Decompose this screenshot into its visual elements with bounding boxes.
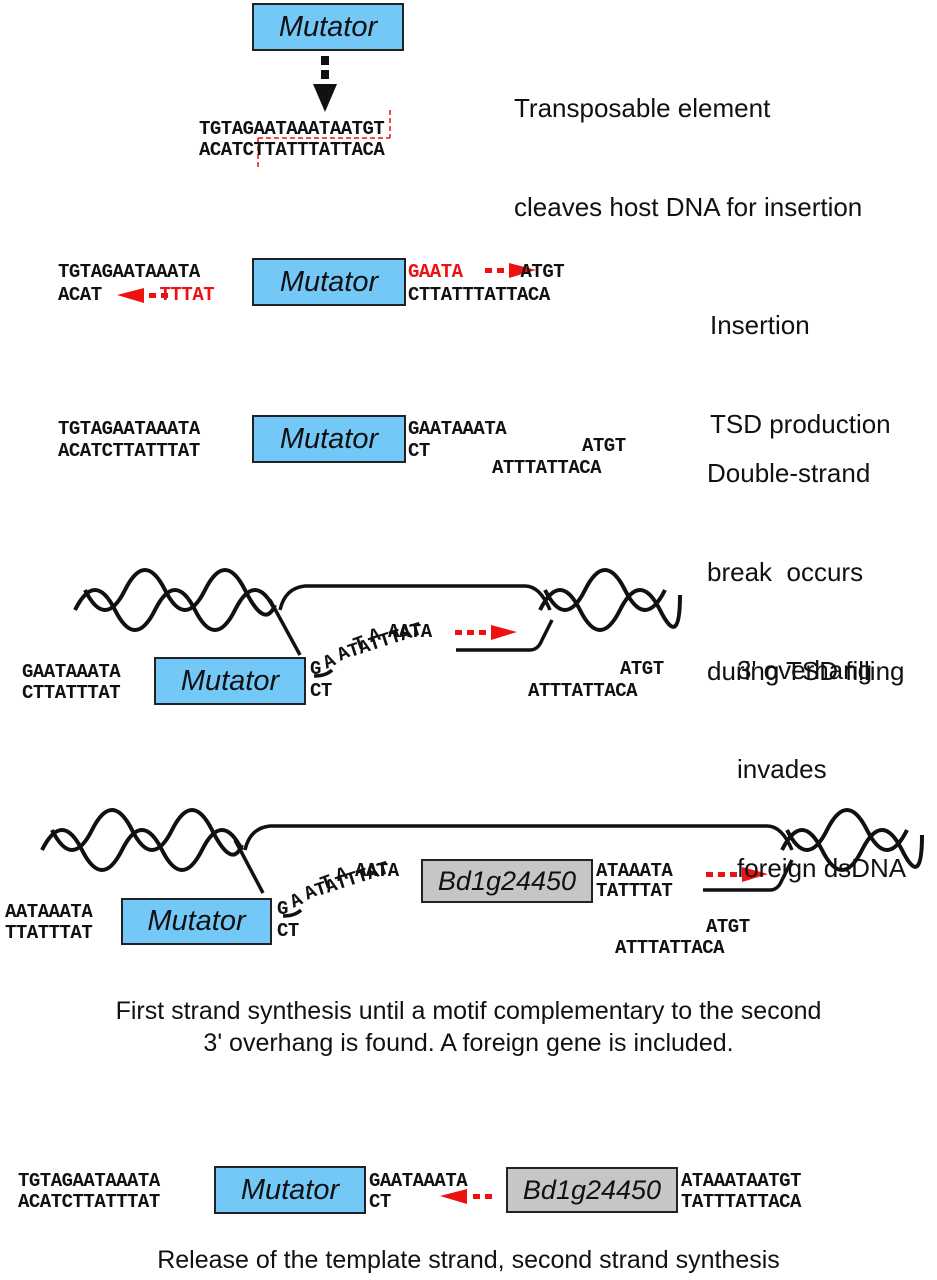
mid-bottom-strand: CT bbox=[369, 1191, 391, 1213]
mutator-element-box: Mutator bbox=[214, 1166, 366, 1214]
description-line: invades bbox=[737, 754, 827, 784]
left-bottom-strand: ACATCTTATTTAT bbox=[18, 1191, 160, 1213]
mutator-element-box: Mutator bbox=[252, 258, 406, 306]
host-dna-bottom-strand: ACATCTTATTTATTACA bbox=[199, 139, 385, 161]
host-dna-top-strand: TGTAGAATAAATAATGT bbox=[199, 118, 385, 140]
mutator-label: Mutator bbox=[279, 265, 379, 298]
mutator-label: Mutator bbox=[278, 10, 378, 43]
mutator-element-box: Mutator bbox=[121, 898, 272, 945]
mutator-label: Mutator bbox=[279, 422, 379, 455]
after-gene-bottom: TATTTAT bbox=[596, 880, 673, 902]
gene-label: Bd1g24450 bbox=[437, 865, 577, 896]
right-top-strand: GAATA ATGT bbox=[408, 261, 565, 283]
tsd-right: GAATA bbox=[408, 261, 463, 283]
description-line: 3' overhang bbox=[737, 655, 873, 685]
left-bottom-strand: ACAT TTTAT bbox=[58, 284, 215, 306]
mid-top-strand: GAATAAATA bbox=[369, 1170, 468, 1192]
far-top-strand: ATGT bbox=[620, 658, 664, 680]
left-bottom-strand: CTTATTTAT bbox=[22, 682, 121, 704]
description-line: during TSD filling bbox=[707, 656, 905, 686]
tsd-left: TTTAT bbox=[159, 284, 215, 306]
synthesis-strand-lines bbox=[233, 824, 794, 918]
invasion-strand-lines bbox=[268, 584, 554, 678]
right-bottom-strand: TATTTATTACA bbox=[681, 1191, 801, 1213]
synthesis-arrow-icon bbox=[706, 867, 768, 882]
mutator-label: Mutator bbox=[147, 905, 246, 937]
right-bottom-strand: CT bbox=[408, 440, 430, 462]
right-top-strand: GAATAAATA bbox=[408, 418, 507, 440]
right-bottom-stub: CT bbox=[277, 920, 299, 942]
left-top-strand: TGTAGAATAAATA bbox=[18, 1170, 160, 1192]
foreign-gene-box: Bd1g24450 bbox=[506, 1167, 678, 1213]
cleave-arrow-icon bbox=[313, 56, 337, 112]
cut-site-bracket bbox=[257, 110, 391, 168]
left-bottom-strand: TTATTTAT bbox=[5, 922, 93, 944]
left-top-strand: AATAAATA bbox=[5, 901, 93, 923]
description-line: foreign dsDNA bbox=[737, 853, 907, 883]
step6-caption: Release of the template strand, second s… bbox=[157, 1246, 780, 1274]
description-line: cleaves host DNA for insertion bbox=[514, 192, 863, 222]
foreign-dsdna-helix-left-2 bbox=[40, 808, 244, 872]
overhang-letter: G bbox=[277, 898, 288, 920]
tsd-arrow-right-icon bbox=[485, 263, 536, 278]
foreign-dsdna-helix-left bbox=[73, 568, 277, 632]
foreign-dsdna-helix-right-2 bbox=[780, 808, 924, 872]
description-line: Transposable element bbox=[514, 93, 771, 123]
mutator-label: Mutator bbox=[180, 664, 280, 697]
invasion-arrow-icon bbox=[455, 625, 517, 640]
mutator-element-box: Mutator bbox=[252, 3, 404, 51]
left-top-strand: TGTAGAATAAATA bbox=[58, 418, 200, 440]
description-line: Insertion bbox=[710, 310, 810, 340]
caption-line: First strand synthesis until a motif com… bbox=[115, 997, 822, 1025]
after-gene-top: ATAAATA bbox=[596, 860, 673, 882]
tsd-arrow-left-icon bbox=[117, 288, 168, 303]
right-top-host: ATGT bbox=[520, 261, 565, 283]
description-line: TSD production bbox=[710, 409, 891, 439]
description-line: break occurs bbox=[707, 557, 864, 587]
far-bottom-strand: ATTTATTACA bbox=[615, 937, 725, 959]
far-top-strand: ATGT bbox=[706, 916, 750, 938]
caption-line: 3' overhang is found. A foreign gene is … bbox=[203, 1029, 734, 1057]
left-top-strand: TGTAGAATAAATA bbox=[58, 261, 200, 283]
mutator-element-box: Mutator bbox=[252, 415, 406, 463]
step1-description: Transposable element cleaves host DNA fo… bbox=[514, 26, 862, 257]
far-bottom-strand: ATTTATTACA bbox=[528, 680, 638, 702]
right-bottom-strand: CTTATTTATTACA bbox=[408, 284, 550, 306]
step5-caption: First strand synthesis until a motif com… bbox=[0, 995, 937, 1059]
right-top-strand: ATAAATAATGT bbox=[681, 1170, 801, 1192]
gene-label: Bd1g24450 bbox=[522, 1174, 662, 1205]
second-strand-arrow-icon bbox=[440, 1189, 492, 1204]
description-line: Double-strand bbox=[707, 458, 871, 488]
left-bottom-strand: ACATCTTATTTAT bbox=[58, 440, 200, 462]
overhang-top: AATA bbox=[355, 860, 399, 882]
step3-description: Double-strand break occurs during TSD fi… bbox=[707, 391, 905, 721]
foreign-gene-box: Bd1g24450 bbox=[421, 859, 593, 903]
left-top-strand: GAATAAATA bbox=[22, 661, 121, 683]
mutator-label: Mutator bbox=[240, 1173, 340, 1206]
overhang-letter: G bbox=[310, 658, 321, 680]
step4-description: 3' overhang invades foreign dsDNA bbox=[737, 588, 906, 918]
left-bottom-host: ACAT bbox=[58, 284, 102, 306]
far-top-strand: ATGT bbox=[582, 435, 626, 457]
mutator-element-box: Mutator bbox=[154, 657, 306, 705]
foreign-dsdna-helix-right bbox=[538, 568, 682, 632]
overhang-top: AATA bbox=[388, 621, 432, 643]
right-bottom-stub: CT bbox=[310, 680, 332, 702]
step2-description: Insertion TSD production bbox=[710, 243, 891, 474]
far-bottom-strand: ATTTATTACA bbox=[492, 457, 602, 479]
